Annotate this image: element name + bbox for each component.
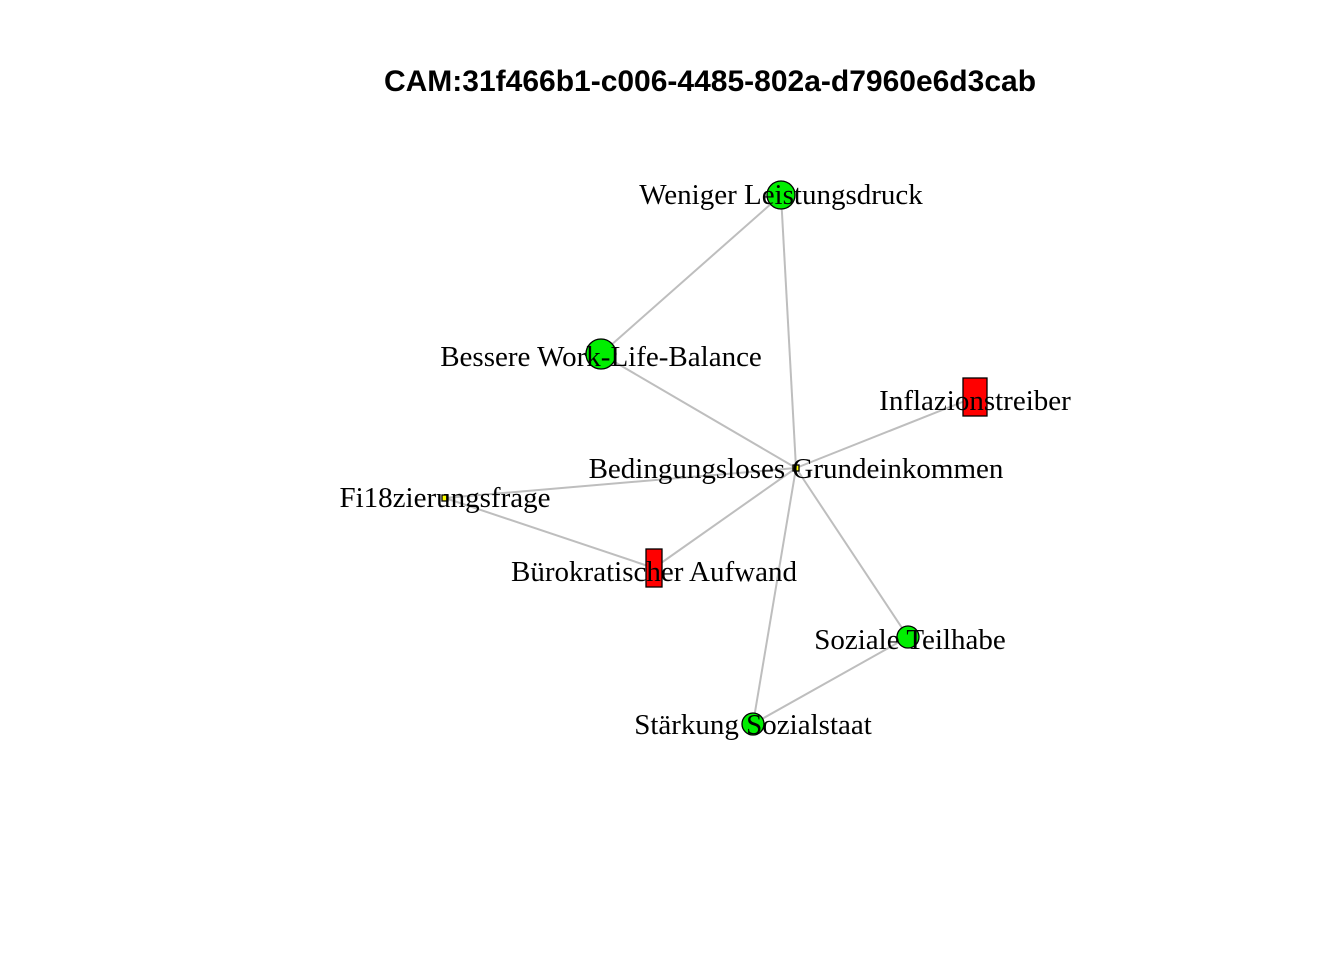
edge-staerkung-bge [752,467,797,725]
edge-weniger-bessere [600,194,782,355]
edge-buero-bge [653,467,797,569]
node-label-weniger: Weniger Leistungsdruck [639,179,923,211]
node-bge [792,464,800,472]
node-inflation [962,377,988,417]
node-weniger [766,180,796,210]
node-staerkung [741,712,765,736]
node-label-inflation: Inflazionstreiber [879,385,1071,417]
node-bessere [585,338,617,370]
node-label-bge: Bedingungsloses Grundeinkommen [589,453,1004,485]
edge-weniger-bge [780,194,797,469]
node-finanz [441,494,449,502]
node-label-finanz: Fi18zierungsfrage [340,482,551,514]
edge-staerkung-teilhabe [752,636,909,725]
edge-finanz-buero [444,497,655,569]
node-label-bessere: Bessere Work-Life-Balance [440,341,762,373]
edge-layer [444,194,976,725]
node-label-buero: Bürokratischer Aufwand [511,556,797,588]
edge-teilhabe-bge [795,467,909,638]
edge-inflation-bge [795,396,976,469]
node-buero [645,548,663,588]
diagram-title: CAM:31f466b1-c006-4485-802a-d7960e6d3cab [384,65,1036,98]
node-teilhabe [896,625,920,649]
edge-finanz-bge [444,467,797,499]
node-label-staerkung: Stärkung Sozialstaat [634,709,872,741]
node-layer [441,180,988,736]
edge-bessere-bge [600,353,797,469]
node-label-teilhabe: Soziale Teilhabe [814,624,1006,656]
